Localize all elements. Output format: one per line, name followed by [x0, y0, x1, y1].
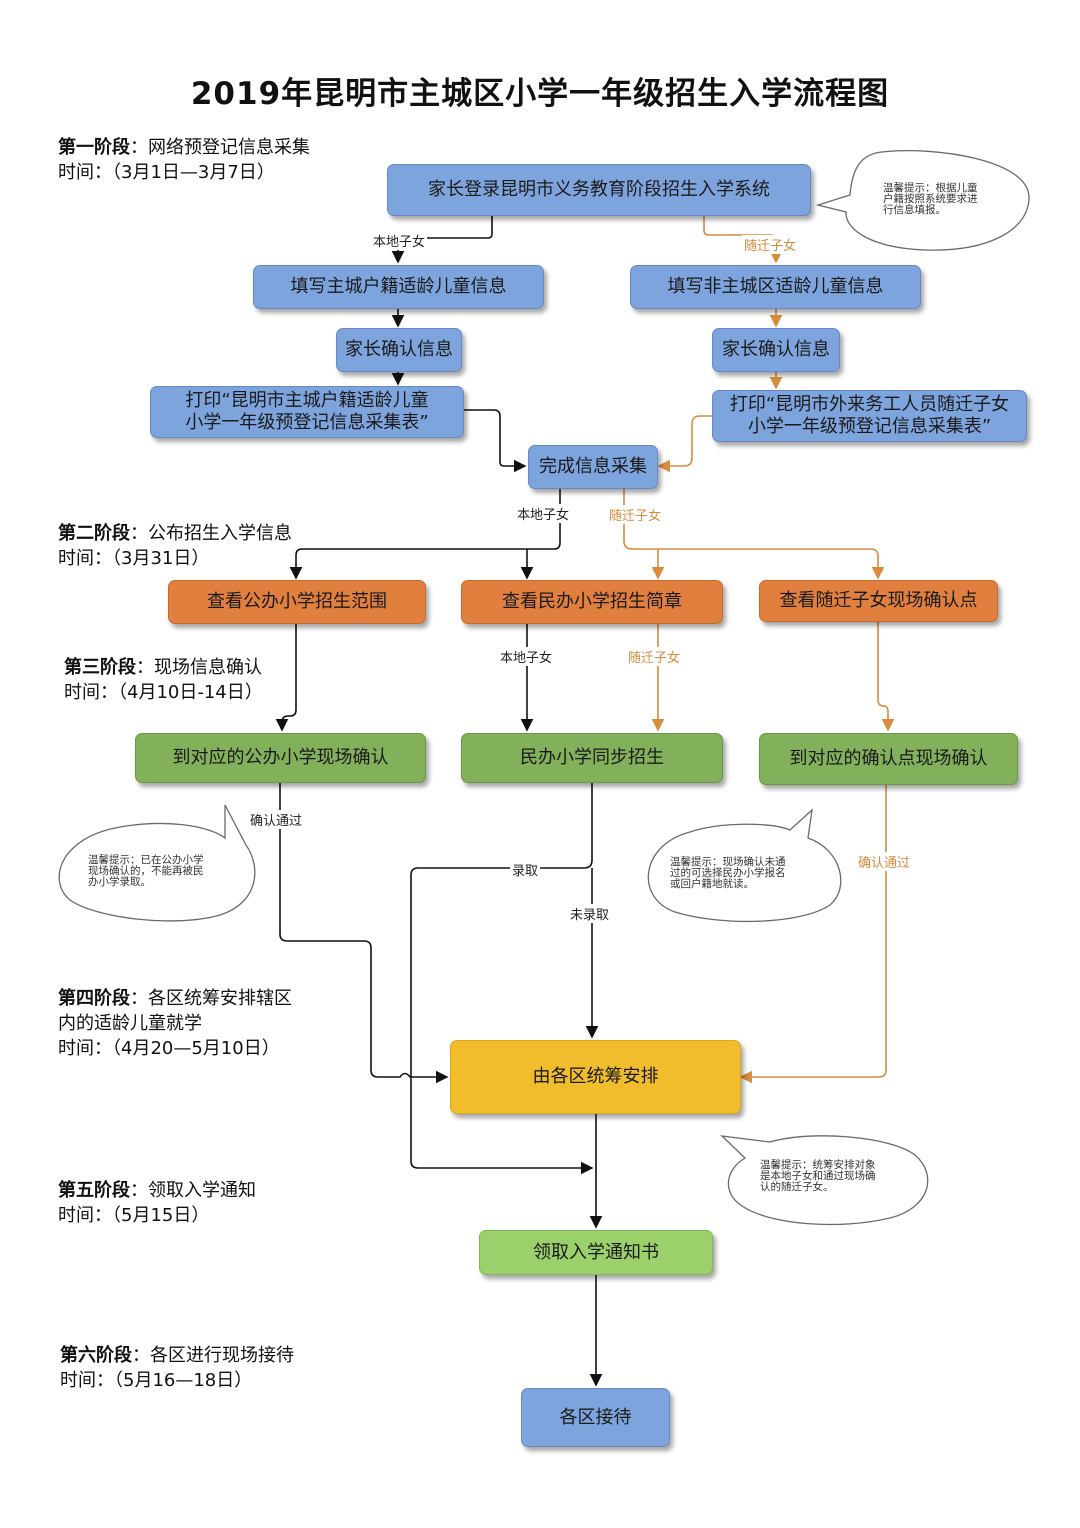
confirm-local-box: 家长确认信息: [336, 328, 462, 372]
print-migrant-line-1: 打印“昆明市外来务工人员随迁子女: [729, 394, 1010, 415]
line-complete-migrant: [623, 488, 885, 580]
note-1-line-3: 行信息填报。: [883, 204, 946, 216]
note-4-line-1: 温馨提示：统筹安排对象: [760, 1159, 876, 1171]
stage-6-time: 时间：（5月16—18日）: [60, 1370, 253, 1391]
note-2-line-3: 办小学录取。: [88, 876, 151, 888]
label-local-3: 本地子女: [498, 647, 555, 666]
stage-3-time: 时间：（4月10日-14日）: [64, 682, 263, 703]
stage-1-time: 时间：（3月1日—3月7日）: [58, 162, 275, 183]
stage-2-desc: 公布招生入学信息: [148, 523, 292, 544]
admission-notice-box: 领取入学通知书: [479, 1230, 713, 1275]
district-arrange-box: 由各区统筹安排: [450, 1040, 741, 1114]
stage-2-time: 时间：（3月31日）: [58, 548, 210, 569]
note-bubble-4: [720, 1135, 929, 1226]
fill-local-info-box: 填写主城户籍适龄儿童信息: [253, 265, 544, 309]
private-school-brief-box: 查看民办小学招生简章: [461, 580, 723, 624]
label-confirm-pass-1: 确认通过: [248, 810, 305, 829]
note-1: 温馨提示：根据儿童 户籍按照系统要求进 行信息填报。: [883, 183, 978, 216]
note-3-line-3: 或回户籍地就读。: [670, 878, 754, 890]
note-4-line-3: 认的随迁子女。: [760, 1181, 834, 1193]
complete-collection-box: 完成信息采集: [528, 445, 658, 489]
note-3: 温馨提示：现场确认未通 过的可选择民办小学报名 或回户籍地就读。: [670, 857, 786, 890]
stage-5-time: 时间：（5月15日）: [58, 1205, 210, 1226]
note-2-line-2: 现场确认的，不能再被民: [88, 865, 204, 877]
print-local-form-box: 打印“昆明市主城户籍适龄儿童 小学一年级预登记信息采集表”: [150, 386, 464, 438]
note-4-line-2: 是本地子女和通过现场确: [760, 1170, 876, 1182]
note-1-line-1: 温馨提示：根据儿童: [883, 182, 978, 194]
stage-4-desc2: 内的适龄儿童就学: [58, 1013, 202, 1034]
print-migrant-line-2: 小学一年级预登记信息采集表”: [747, 416, 992, 437]
stage-3: 第三阶段：现场信息确认 时间：（4月10日-14日）: [64, 657, 263, 703]
line-complete-local: [289, 488, 561, 580]
label-confirm-pass-2: 确认通过: [856, 852, 913, 871]
stage-3-desc: 现场信息确认: [154, 657, 262, 678]
line-admitted: [410, 782, 594, 1175]
note-bubble-3: [647, 808, 842, 923]
label-migrant-2: 随迁子女: [607, 505, 664, 524]
label-local-1: 本地子女: [371, 231, 428, 250]
stage-2: 第二阶段：公布招生入学信息 时间：（3月31日）: [58, 523, 292, 569]
note-bubble-1: [815, 150, 1030, 251]
confirm-migrant-box: 家长确认信息: [712, 328, 840, 372]
line-migrant-points-down: [877, 622, 895, 732]
note-4: 温馨提示：统筹安排对象 是本地子女和通过现场确 认的随迁子女。: [760, 1160, 876, 1193]
note-3-line-2: 过的可选择民办小学报名: [670, 867, 786, 879]
stage-4-time: 时间：（4月20—5月10日）: [58, 1038, 280, 1059]
public-school-confirm-box: 到对应的公办小学现场确认: [135, 733, 426, 783]
point-confirm-box: 到对应的确认点现场确认: [759, 733, 1018, 785]
line-print-migrant-to-complete: [657, 415, 712, 473]
note-2-line-1: 温馨提示：已在公办小学: [88, 854, 204, 866]
stage-1-name: 第一阶段: [58, 137, 130, 158]
stage-5: 第五阶段：领取入学通知 时间：（5月15日）: [58, 1180, 256, 1226]
note-3-line-1: 温馨提示：现场确认未通: [670, 856, 786, 868]
label-not-admitted: 未录取: [568, 904, 612, 923]
note-2: 温馨提示：已在公办小学 现场确认的，不能再被民 办小学录取。: [88, 855, 204, 888]
fill-migrant-info-box: 填写非主城区适龄儿童信息: [630, 265, 921, 309]
print-local-line-1: 打印“昆明市主城户籍适龄儿童: [185, 390, 429, 411]
stage-6: 第六阶段：各区进行现场接待 时间：（5月16—18日）: [60, 1345, 294, 1391]
stage-1-desc: 网络预登记信息采集: [148, 137, 310, 158]
stage-6-desc: 各区进行现场接待: [150, 1345, 294, 1366]
stage-1: 第一阶段：网络预登记信息采集 时间：（3月1日—3月7日）: [58, 137, 310, 183]
print-local-line-2: 小学一年级预登记信息采集表”: [185, 412, 429, 433]
label-local-2: 本地子女: [515, 504, 572, 523]
note-bubble-2: [58, 804, 256, 922]
note-1-line-2: 户籍按照系统要求进: [883, 193, 978, 205]
line-print-local-to-complete: [462, 409, 527, 473]
line-public-confirm-to-district: [279, 782, 449, 1084]
label-admitted: 录取: [510, 860, 541, 879]
label-migrant-3: 随迁子女: [626, 647, 683, 666]
login-system-box: 家长登录昆明市义务教育阶段招生入学系统: [387, 164, 811, 216]
district-reception-box: 各区接待: [521, 1388, 670, 1447]
stage-4-name: 第四阶段: [58, 988, 130, 1009]
stage-2-name: 第二阶段: [58, 523, 130, 544]
line-public-range-down: [275, 622, 297, 732]
page-title: 2019年昆明市主城区小学一年级招生入学流程图: [190, 76, 890, 112]
print-migrant-form-box: 打印“昆明市外来务工人员随迁子女 小学一年级预登记信息采集表”: [712, 390, 1027, 442]
line-point-confirm-to-district: [739, 784, 887, 1084]
migrant-confirm-points-box: 查看随迁子女现场确认点: [759, 580, 998, 622]
stage-5-desc: 领取入学通知: [148, 1180, 256, 1201]
private-sync-enroll-box: 民办小学同步招生: [461, 733, 723, 783]
stage-3-name: 第三阶段: [64, 657, 136, 678]
label-migrant-1: 随迁子女: [742, 235, 799, 254]
stage-5-name: 第五阶段: [58, 1180, 130, 1201]
public-school-range-box: 查看公办小学招生范围: [168, 580, 426, 624]
stage-6-name: 第六阶段: [60, 1345, 132, 1366]
stage-4: 第四阶段：各区统筹安排辖区 内的适龄儿童就学 时间：（4月20—5月10日）: [58, 988, 292, 1059]
stage-4-desc: 各区统筹安排辖区: [148, 988, 292, 1009]
